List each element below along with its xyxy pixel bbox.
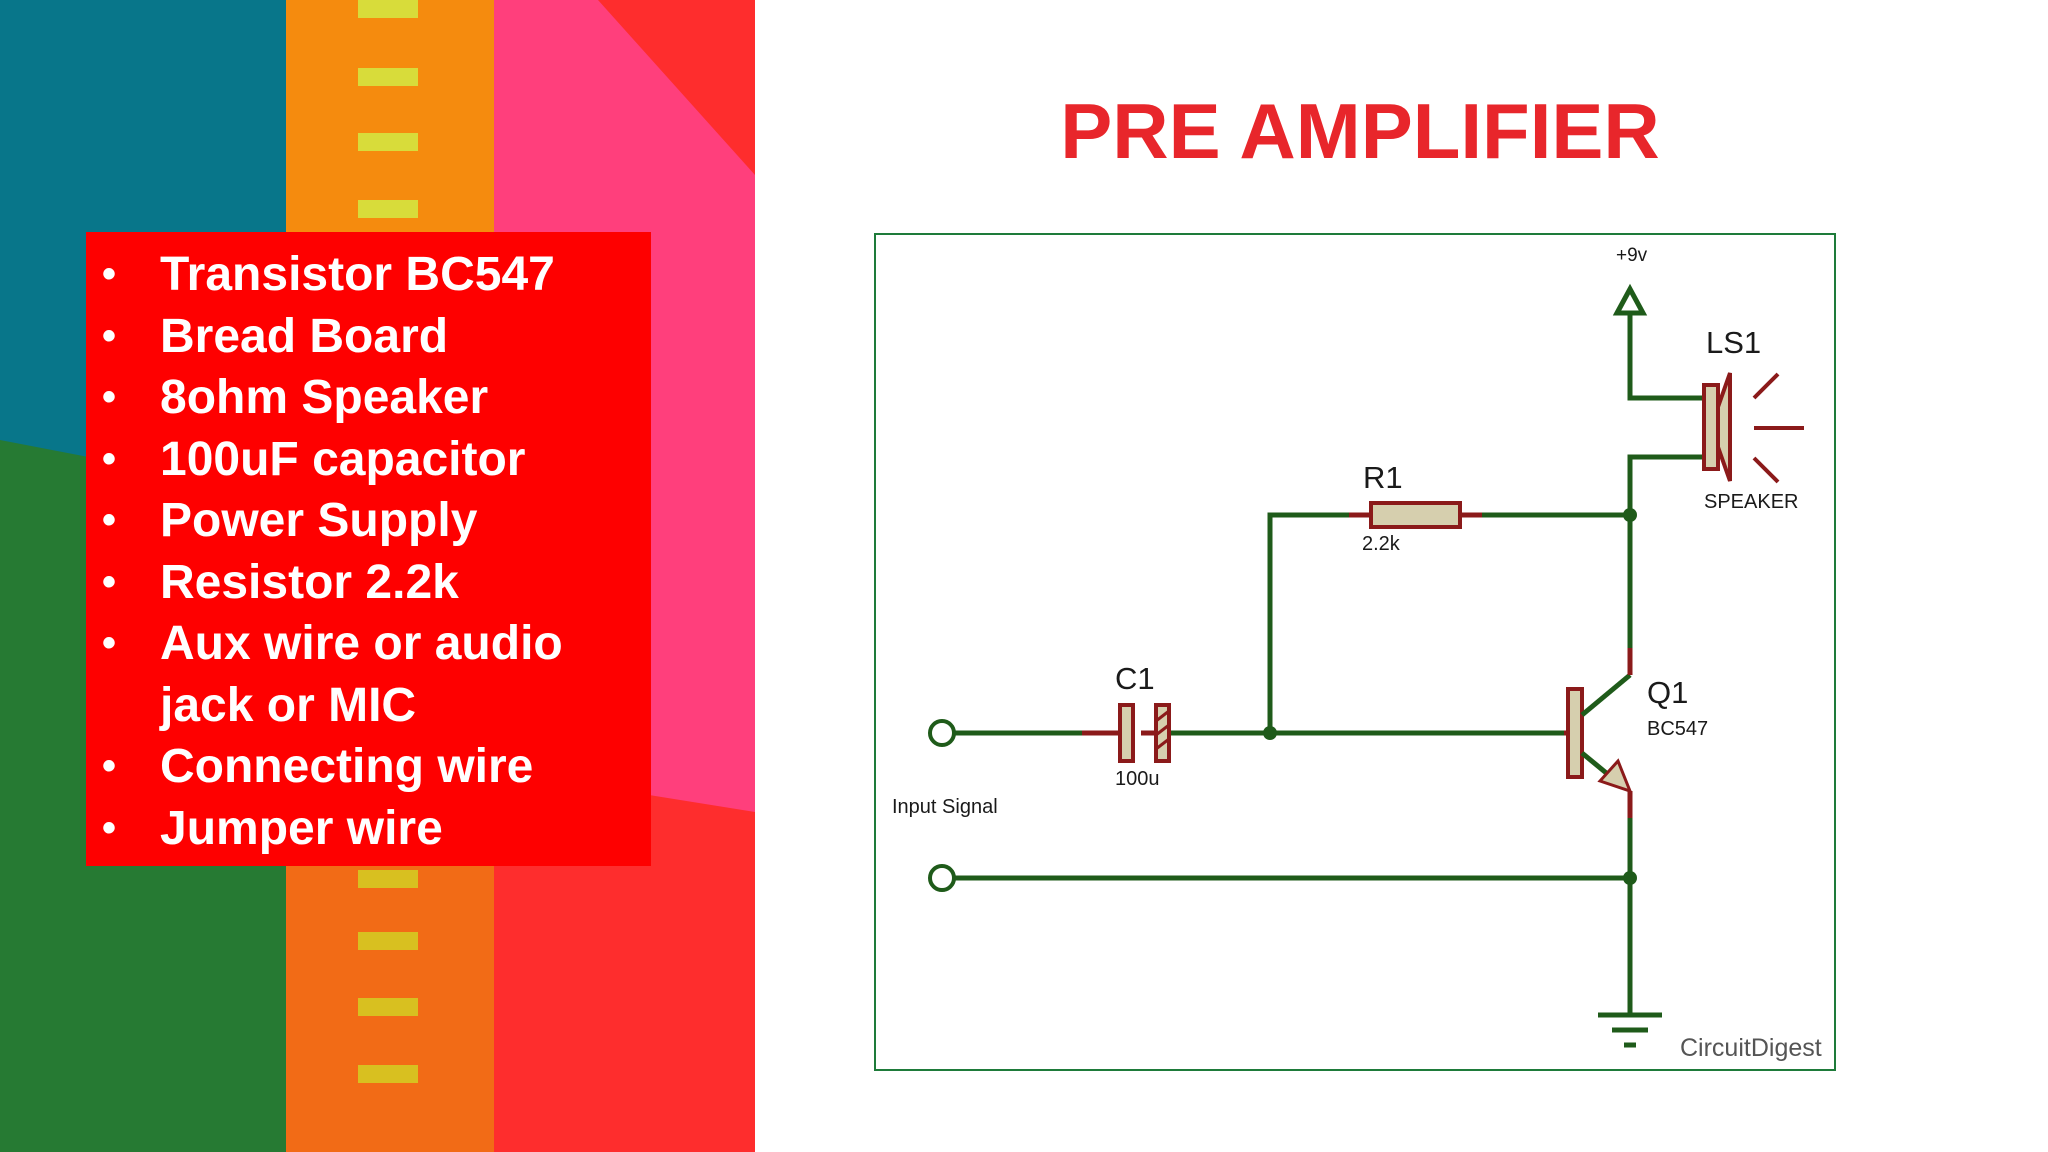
page-title: PRE AMPLIFIER — [1060, 87, 1660, 175]
speaker-type-label: SPEAKER — [1704, 491, 1798, 513]
bullet-icon: • — [102, 313, 117, 358]
bullet-icon: • — [102, 252, 117, 296]
bullet-icon: • — [102, 805, 117, 850]
parts-list-item-label: Bread Board — [160, 309, 449, 363]
bullet-icon: • — [102, 744, 117, 788]
capacitor-c1 — [1082, 703, 1171, 763]
ground-icon — [1598, 1012, 1662, 1048]
capacitor-value-label: 100u — [1115, 768, 1160, 790]
parts-list-item: • Power Supply — [86, 490, 651, 552]
capacitor-ref-label: C1 — [1115, 661, 1155, 696]
bullet-icon: • — [102, 559, 117, 604]
parts-list-item-label: Jumper wire — [160, 801, 443, 855]
parts-list-item-label: Resistor 2.2k — [160, 555, 459, 609]
resistor-ref-label: R1 — [1363, 460, 1403, 495]
input-signal-label: Input Signal — [892, 796, 998, 818]
parts-list-item: • Jumper wire — [86, 798, 651, 860]
circuitdigest-logo: CircuitDigest — [1680, 1034, 1822, 1062]
speaker-ref-label: LS1 — [1706, 325, 1761, 360]
resistor-r1 — [1349, 501, 1482, 529]
resistor-value-label: 2.2k — [1362, 533, 1401, 555]
junction-dot — [1623, 871, 1637, 885]
parts-list-item: • Resistor 2.2k — [86, 552, 651, 614]
parts-list-item: • Bread Board — [86, 306, 651, 368]
parts-list-item-label: 100uF capacitor — [160, 432, 526, 486]
parts-list-item-label: Power Supply — [160, 494, 478, 547]
parts-list-item: • Connecting wire — [86, 736, 651, 798]
parts-list-item: • 100uF capacitor — [86, 429, 651, 491]
supply-arrow-icon — [1612, 283, 1648, 316]
junction-dot — [1263, 726, 1277, 740]
supply-label: +9v — [1616, 245, 1648, 266]
parts-list-item: • Transistor BC547 — [86, 244, 651, 306]
bullet-icon: • — [102, 621, 117, 665]
parts-list-box: • Transistor BC547 • Bread Board • 8ohm Speak… — [86, 232, 651, 866]
input-terminal-top — [928, 719, 956, 747]
parts-list-item: • Aux wire or audio jack or MIC — [86, 613, 651, 736]
bullet-icon: • — [102, 498, 117, 542]
pre-amplifier-schematic: +9v LS1 SPEAKER R1 2.2k C1 100u Q1 BC547… — [892, 245, 1822, 1062]
bullet-icon: • — [102, 436, 117, 481]
schematic-frame — [874, 233, 1836, 1071]
parts-list-item-label: 8ohm Speaker — [160, 371, 489, 424]
parts-list-item: • 8ohm Speaker — [86, 367, 651, 429]
transistor-q1 — [1564, 648, 1633, 818]
parts-list-item-label: Aux wire or audio jack or MIC — [160, 617, 563, 732]
parts-list-item-label: Connecting wire — [160, 740, 534, 793]
bullet-icon: • — [102, 375, 117, 419]
transistor-part-label: BC547 — [1647, 718, 1708, 740]
transistor-ref-label: Q1 — [1647, 675, 1688, 710]
parts-list-item-label: Transistor BC547 — [160, 248, 555, 301]
input-terminal-bottom — [928, 864, 956, 892]
parts-list: • Transistor BC547 • Bread Board • 8ohm Speak… — [86, 244, 651, 859]
junction-dot — [1623, 508, 1637, 522]
speaker-ls1-icon — [1702, 372, 1804, 484]
